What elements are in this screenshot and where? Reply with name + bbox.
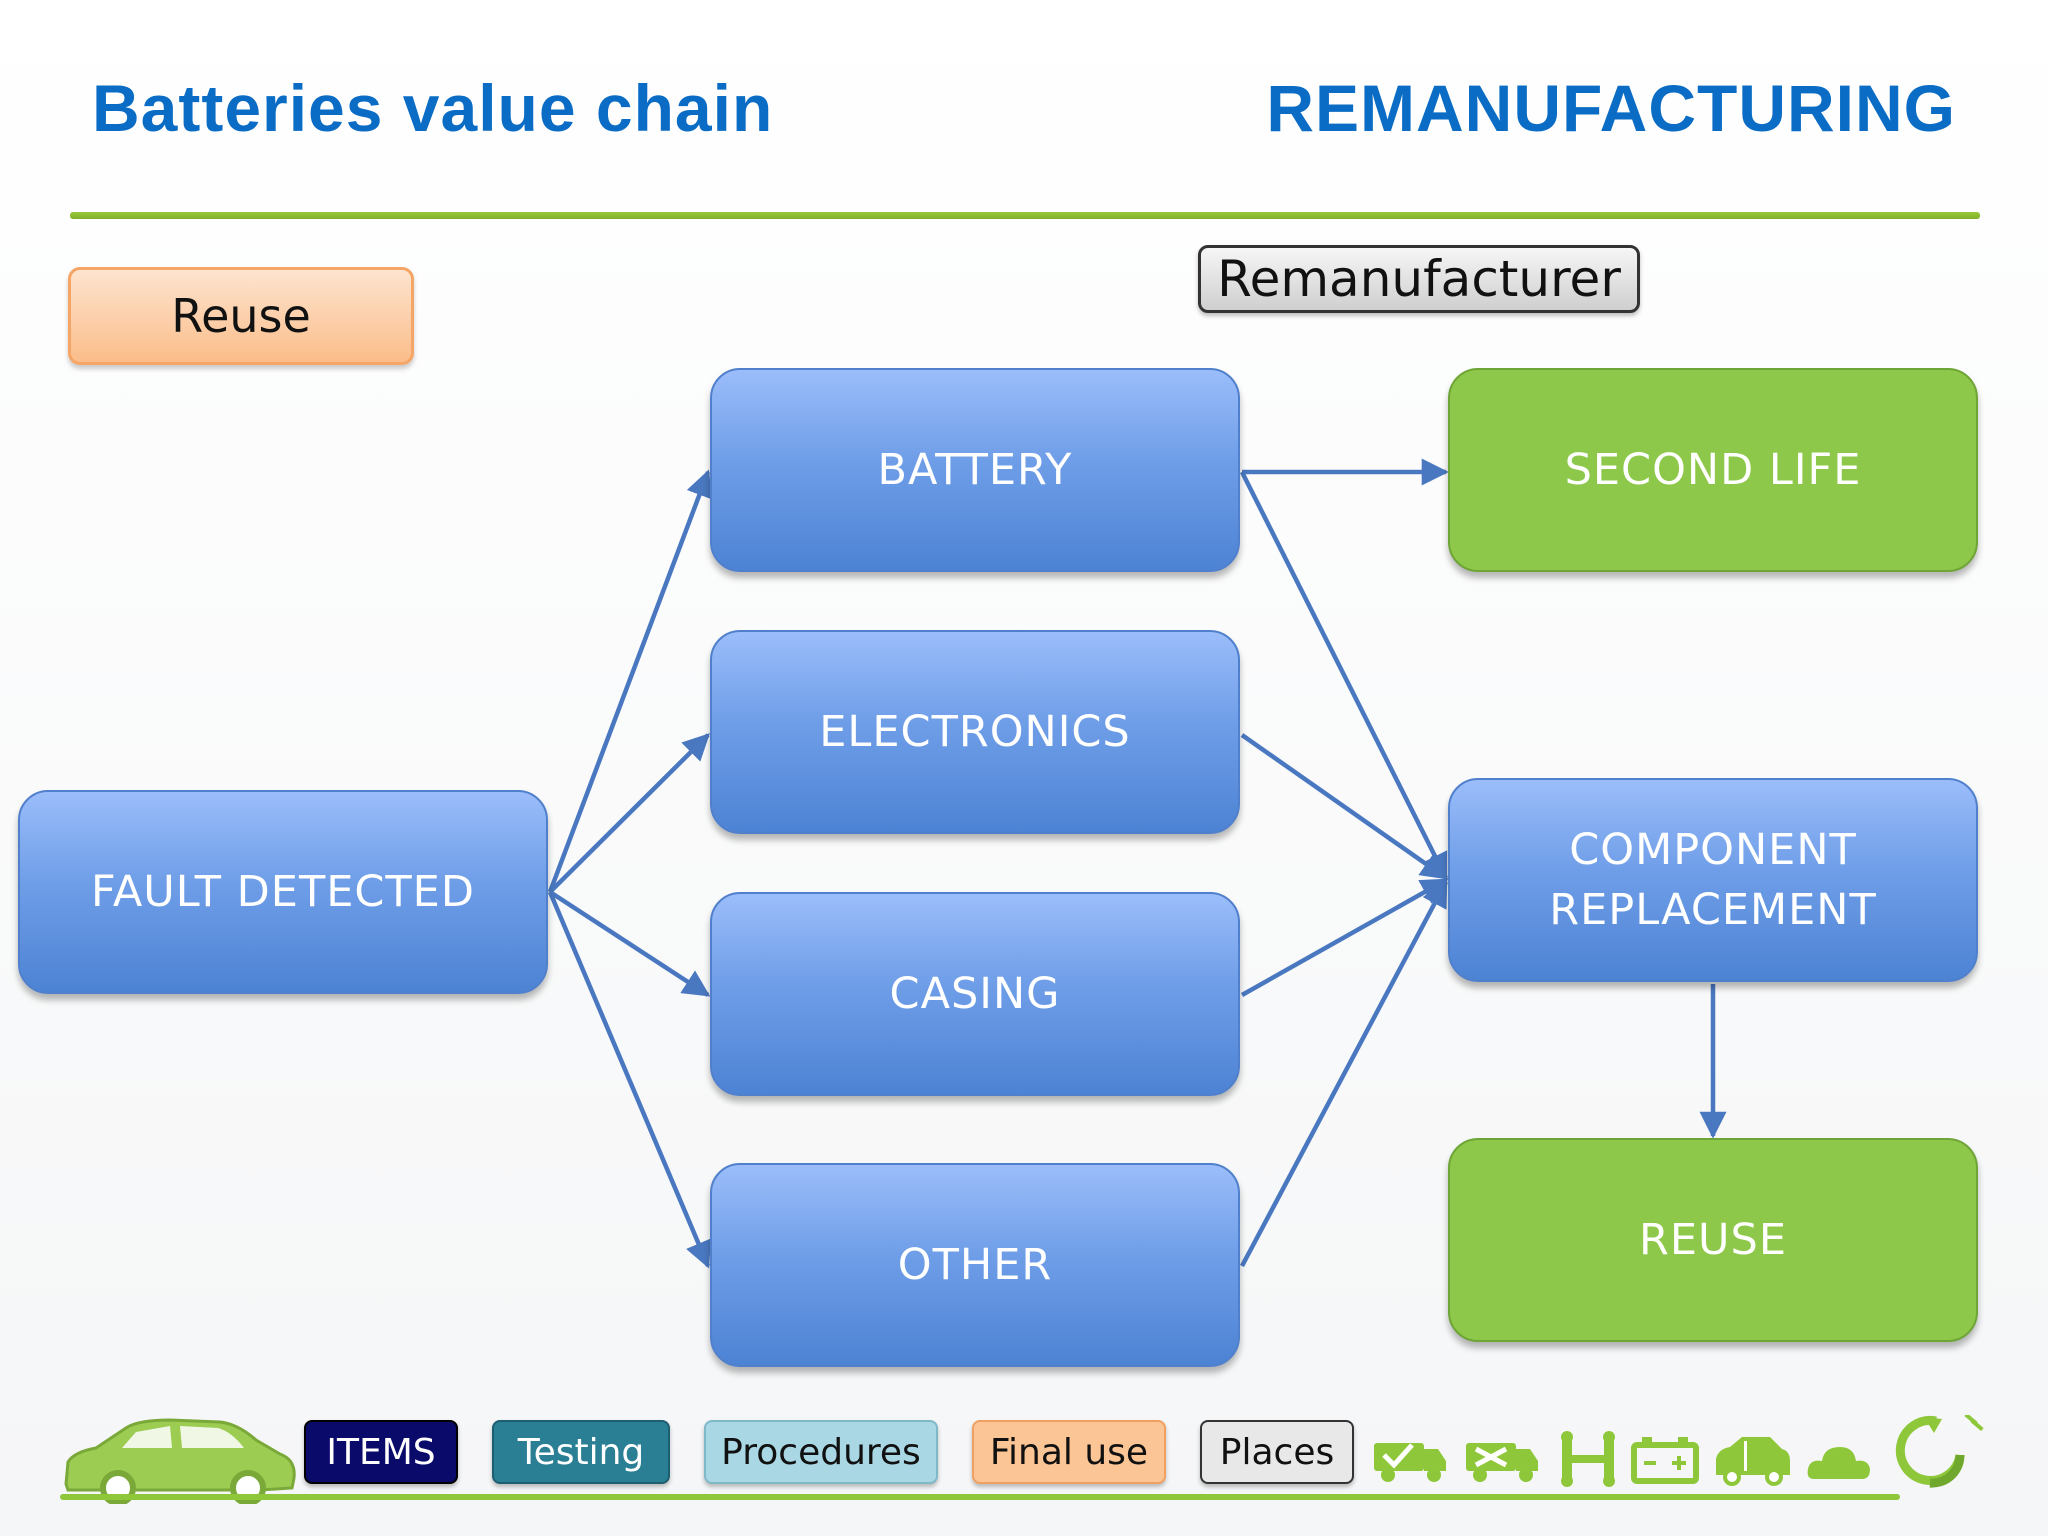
remanufacturer-place-tag: Remanufacturer	[1198, 245, 1640, 313]
car-icon	[64, 1418, 296, 1504]
legend-places: Places	[1200, 1420, 1354, 1484]
truck-check-icon	[1374, 1443, 1446, 1482]
arrow-casing-to-component	[1240, 878, 1449, 997]
footer-rule	[60, 1494, 1900, 1500]
legend-procedures: Procedures	[704, 1420, 938, 1484]
legend-testing: Testing	[492, 1420, 670, 1484]
node-component-line1: COMPONENT	[1569, 824, 1857, 875]
arrow-fault-to-electronics	[548, 733, 710, 894]
truck-tools-icon	[1466, 1443, 1538, 1482]
node-battery: BATTERY	[710, 368, 1240, 572]
node-component-replacement: COMPONENT REPLACEMENT	[1448, 778, 1978, 982]
arrow-battery-to-component	[1239, 470, 1449, 881]
node-reuse: REUSE	[1448, 1138, 1978, 1342]
arrow-electronics-to-component	[1240, 733, 1449, 880]
header-divider	[70, 212, 1980, 219]
legend-final-use: Final use	[972, 1420, 1166, 1484]
arrow-fault-to-battery	[547, 469, 713, 893]
lifecycle-icons	[1374, 1415, 1984, 1488]
battery-icon	[1631, 1437, 1699, 1484]
section-title: REMANUFACTURING	[1266, 71, 1956, 145]
recycle-plug-icon	[1895, 1415, 1984, 1488]
car-side-icon	[1716, 1437, 1790, 1486]
circuit-icon	[1561, 1431, 1615, 1487]
page-title: Batteries value chain	[92, 71, 774, 145]
node-component-line2: REPLACEMENT	[1549, 885, 1877, 935]
arrow-other-to-component	[1240, 879, 1448, 1268]
arrow-fault-to-casing	[548, 890, 711, 997]
node-casing: CASING	[710, 892, 1240, 1096]
legend-items: ITEMS	[304, 1420, 458, 1484]
node-other: OTHER	[710, 1163, 1240, 1367]
reuse-category-tag: Reuse	[68, 267, 414, 365]
node-second-life: SECOND LIFE	[1448, 368, 1978, 572]
arrow-fault-to-other	[547, 891, 711, 1269]
node-fault-detected: FAULT DETECTED	[18, 790, 548, 994]
node-electronics: ELECTRONICS	[710, 630, 1240, 834]
cloud-icon	[1807, 1447, 1870, 1479]
